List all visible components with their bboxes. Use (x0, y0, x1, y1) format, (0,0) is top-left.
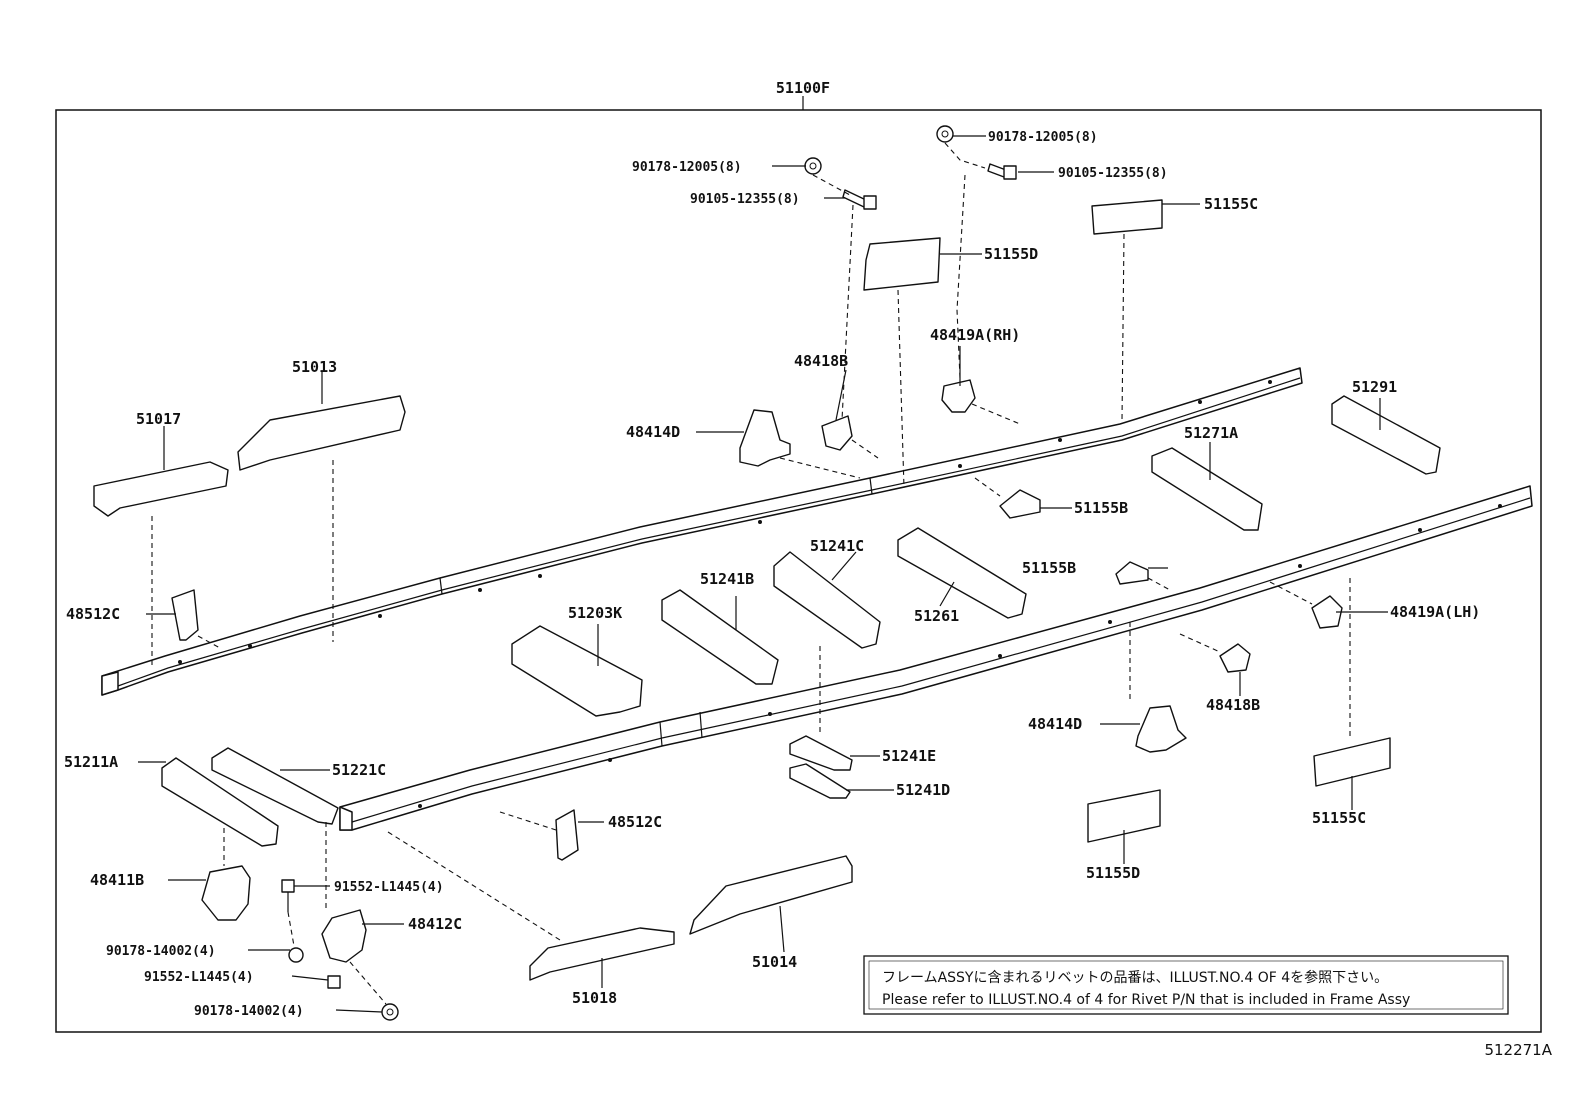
label-90105-12355-b: 90105-12355(8) (1058, 166, 1168, 181)
label-48412C: 48412C (408, 915, 462, 933)
nut-icon (804, 157, 822, 175)
crossmember-51241C (773, 551, 881, 649)
nut-icon (381, 1003, 399, 1021)
label-90178-12005-b: 90178-12005(8) (988, 130, 1098, 145)
label-48512C-top: 48512C (66, 605, 120, 623)
label-91552-L1445-a: 91552-L1445(4) (334, 880, 444, 895)
label-51241E: 51241E (882, 747, 936, 765)
note-english: Please refer to ILLUST.NO.4 of 4 for Riv… (882, 992, 1410, 1008)
bolt-icon (987, 163, 1017, 180)
plate-51155C-bottom (1313, 737, 1391, 787)
crossmember-51271A (1151, 447, 1263, 531)
label-51155B-a: 51155B (1074, 499, 1128, 517)
label-90105-12355-a: 90105-12355(8) (690, 192, 800, 207)
label-51291: 51291 (1352, 378, 1397, 396)
bracket-48512C-bottom (555, 809, 579, 861)
bracket-48419A-lh (1311, 595, 1343, 629)
crossmember-51241B (661, 589, 779, 685)
label-51241D: 51241D (896, 781, 950, 799)
bolt-icon (281, 879, 295, 912)
bracket-48411B (201, 865, 251, 921)
label-51271A: 51271A (1184, 424, 1238, 442)
bolt-icon (842, 189, 877, 210)
part-51013 (237, 395, 406, 471)
lower-side-rail (339, 485, 1533, 831)
upper-side-rail (101, 367, 1303, 696)
bracket-48418B-top (821, 415, 853, 451)
plate-51155D-top (863, 237, 941, 291)
label-91552-L1445-b: 91552-L1445(4) (144, 970, 254, 985)
label-51017: 51017 (136, 410, 181, 428)
diagram-border (55, 109, 1542, 1033)
plate-51155B-a (999, 489, 1041, 519)
label-51155B-b: 51155B (1022, 559, 1076, 577)
part-51014 (689, 855, 853, 935)
label-51211A: 51211A (64, 753, 118, 771)
nut-icon (936, 125, 954, 143)
plate-51155D-bottom (1087, 789, 1161, 843)
label-51241C: 51241C (810, 537, 864, 555)
label-48419A-lh: 48419A(LH) (1390, 603, 1480, 621)
crossmember-51291 (1331, 395, 1441, 475)
crossmember-51221C (211, 747, 339, 825)
label-51155C-bottom: 51155C (1312, 809, 1366, 827)
bracket-48512C-top (171, 589, 199, 641)
bracket-51241D (789, 763, 851, 799)
plate-51155B-b (1115, 561, 1149, 585)
bracket-48414D-bottom (1135, 705, 1187, 753)
label-51018: 51018 (572, 989, 617, 1007)
rail-holes (178, 380, 1502, 808)
label-48419A-rh: 48419A(RH) (930, 326, 1020, 344)
label-48418B-bottom: 48418B (1206, 696, 1260, 714)
label-51013: 51013 (292, 358, 337, 376)
bolt-icon (327, 975, 341, 989)
label-51203K: 51203K (568, 604, 622, 622)
part-51018 (529, 927, 675, 981)
assembly-label: 51100F (776, 79, 830, 97)
label-51155C-top: 51155C (1204, 195, 1258, 213)
part-51017 (93, 461, 229, 517)
label-48411B: 48411B (90, 871, 144, 889)
label-51155D-top: 51155D (984, 245, 1038, 263)
rivet-note-box: フレームASSYに含まれるリベットの品番は、ILLUST.NO.4 OF 4を参… (863, 955, 1509, 1015)
label-51221C: 51221C (332, 761, 386, 779)
label-51241B: 51241B (700, 570, 754, 588)
bracket-48418B-bottom (1219, 643, 1251, 673)
crossmember-51203K (511, 625, 643, 717)
bracket-48414D-top (739, 409, 791, 467)
label-90178-14002-a: 90178-14002(4) (106, 944, 216, 959)
crossmember-51211A (161, 757, 279, 847)
label-51261: 51261 (914, 607, 959, 625)
label-48414D-bottom: 48414D (1028, 715, 1082, 733)
label-48418B-top: 48418B (794, 352, 848, 370)
leader-lines (138, 135, 1388, 1013)
figure-code: 512271A (1484, 1041, 1552, 1059)
note-japanese: フレームASSYに含まれるリベットの品番は、ILLUST.NO.4 OF 4を参… (882, 969, 1388, 986)
label-51014: 51014 (752, 953, 797, 971)
plate-51155C-top (1091, 199, 1163, 235)
bracket-48412C (321, 909, 367, 963)
bracket-48419A-rh (941, 379, 976, 413)
crossmember-51261 (897, 527, 1027, 619)
label-48512C-bottom: 48512C (608, 813, 662, 831)
label-90178-14002-b: 90178-14002(4) (194, 1004, 304, 1019)
nut-icon (288, 947, 304, 963)
label-48414D-top: 48414D (626, 423, 680, 441)
label-51155D-bottom: 51155D (1086, 864, 1140, 882)
label-90178-12005-a: 90178-12005(8) (632, 160, 742, 175)
bracket-51241E (789, 735, 853, 771)
